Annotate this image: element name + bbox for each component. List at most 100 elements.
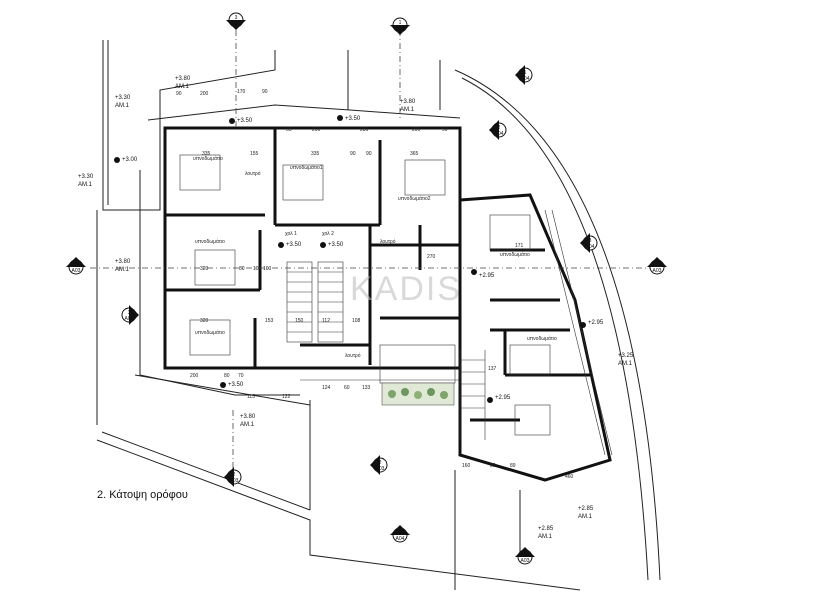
svg-text:+2.95: +2.95 — [479, 273, 495, 279]
svg-text:133: 133 — [362, 385, 371, 391]
svg-text:1: 1 — [656, 262, 659, 268]
svg-text:70: 70 — [238, 373, 244, 379]
svg-text:ΑΜ.1: ΑΜ.1 — [240, 422, 255, 428]
svg-text:124: 124 — [322, 385, 331, 391]
svg-text:137: 137 — [488, 366, 497, 372]
svg-text:170: 170 — [237, 89, 246, 95]
stairs — [286, 261, 486, 440]
room-label: υπνοδωμάτιο2 — [398, 195, 431, 202]
room-labels: υπνοδωμάτιο υπνοδωμάτιο1 υπνοδωμάτιο2 υπ… — [193, 155, 557, 359]
svg-text:A04: A04 — [521, 76, 530, 82]
svg-text:+3.80: +3.80 — [175, 76, 191, 82]
planter — [381, 382, 455, 406]
svg-text:A03: A03 — [232, 21, 241, 27]
svg-text:2: 2 — [233, 472, 236, 478]
svg-text:+2.85: +2.85 — [538, 526, 554, 532]
room-label: λουτρό — [345, 352, 361, 359]
svg-text:+2.95: +2.95 — [495, 395, 511, 401]
svg-text:335: 335 — [202, 151, 211, 157]
svg-text:460: 460 — [565, 474, 574, 480]
svg-text:200: 200 — [312, 127, 321, 133]
svg-text:90: 90 — [442, 127, 448, 133]
plot-boundary — [96, 40, 661, 591]
svg-text:+3.30: +3.30 — [115, 95, 131, 101]
svg-text:280: 280 — [360, 127, 369, 133]
svg-text:122: 122 — [282, 394, 291, 400]
svg-text:153: 153 — [265, 318, 274, 324]
room-label: υπνοδωμάτιο — [500, 251, 530, 258]
svg-text:+3.80: +3.80 — [115, 259, 131, 265]
svg-text:320: 320 — [200, 266, 209, 272]
level-mark: +2.95 — [471, 269, 495, 279]
svg-text:365: 365 — [410, 151, 419, 157]
svg-text:200: 200 — [200, 91, 209, 97]
room-label: υπνοδωμάτιο — [527, 335, 557, 342]
svg-text:+3.50: +3.50 — [286, 242, 302, 248]
svg-text:+3.50: +3.50 — [228, 382, 244, 388]
room-label: υπνοδωμάτιο — [195, 329, 225, 336]
svg-text:160: 160 — [462, 463, 471, 469]
svg-text:335: 335 — [311, 151, 320, 157]
svg-text:3: 3 — [589, 238, 592, 244]
svg-text:90: 90 — [262, 89, 268, 95]
svg-text:+3.00: +3.00 — [122, 157, 138, 163]
svg-text:171: 171 — [515, 243, 524, 249]
svg-text:ΑΜ.1: ΑΜ.1 — [578, 514, 593, 520]
svg-text:65: 65 — [286, 127, 292, 133]
room-label: χολ 2 — [322, 231, 334, 237]
svg-text:108: 108 — [352, 318, 361, 324]
svg-text:+3.50: +3.50 — [328, 242, 344, 248]
svg-text:ΑΜ.1: ΑΜ.1 — [115, 267, 130, 273]
svg-text:89: 89 — [510, 463, 516, 469]
svg-text:112: 112 — [322, 318, 330, 324]
svg-text:ΑΜ.1: ΑΜ.1 — [538, 534, 553, 540]
svg-text:1: 1 — [75, 262, 78, 268]
svg-text:2: 2 — [399, 530, 402, 536]
svg-text:2: 2 — [498, 125, 501, 131]
level-mark: +3.50 — [320, 242, 344, 248]
furniture — [179, 154, 551, 436]
svg-text:60: 60 — [344, 385, 350, 391]
svg-text:A04: A04 — [125, 316, 134, 322]
svg-text:160: 160 — [263, 266, 272, 272]
level-mark: +2.95 — [580, 320, 604, 328]
svg-text:90: 90 — [176, 91, 182, 97]
svg-text:A04: A04 — [396, 26, 405, 32]
svg-text:+3.25: +3.25 — [618, 353, 634, 359]
level-mark: +3.50 — [278, 242, 302, 248]
terrace-outline — [134, 104, 461, 406]
svg-text:ΑΜ.1: ΑΜ.1 — [400, 107, 415, 113]
dimension-labels: 90 200 170 90 65 200 280 200 90 335 155 … — [176, 89, 574, 480]
level-mark: +3.00 — [114, 157, 138, 163]
svg-text:+2.95: +2.95 — [588, 320, 604, 326]
level-mark: +2.95 — [487, 395, 511, 403]
level-mark: +3.50 — [229, 118, 253, 124]
svg-text:+3.50: +3.50 — [237, 118, 253, 124]
svg-text:3: 3 — [524, 552, 527, 558]
svg-text:A03: A03 — [653, 268, 662, 274]
room-label: λουτρό — [245, 170, 261, 177]
svg-text:A03: A03 — [521, 558, 530, 564]
svg-text:150: 150 — [295, 318, 304, 324]
svg-text:1: 1 — [524, 70, 527, 76]
svg-text:90: 90 — [350, 151, 356, 157]
watermark-logo: KADIS — [350, 270, 462, 308]
svg-text:+2.85: +2.85 — [578, 506, 594, 512]
svg-text:+3.80: +3.80 — [400, 99, 416, 105]
